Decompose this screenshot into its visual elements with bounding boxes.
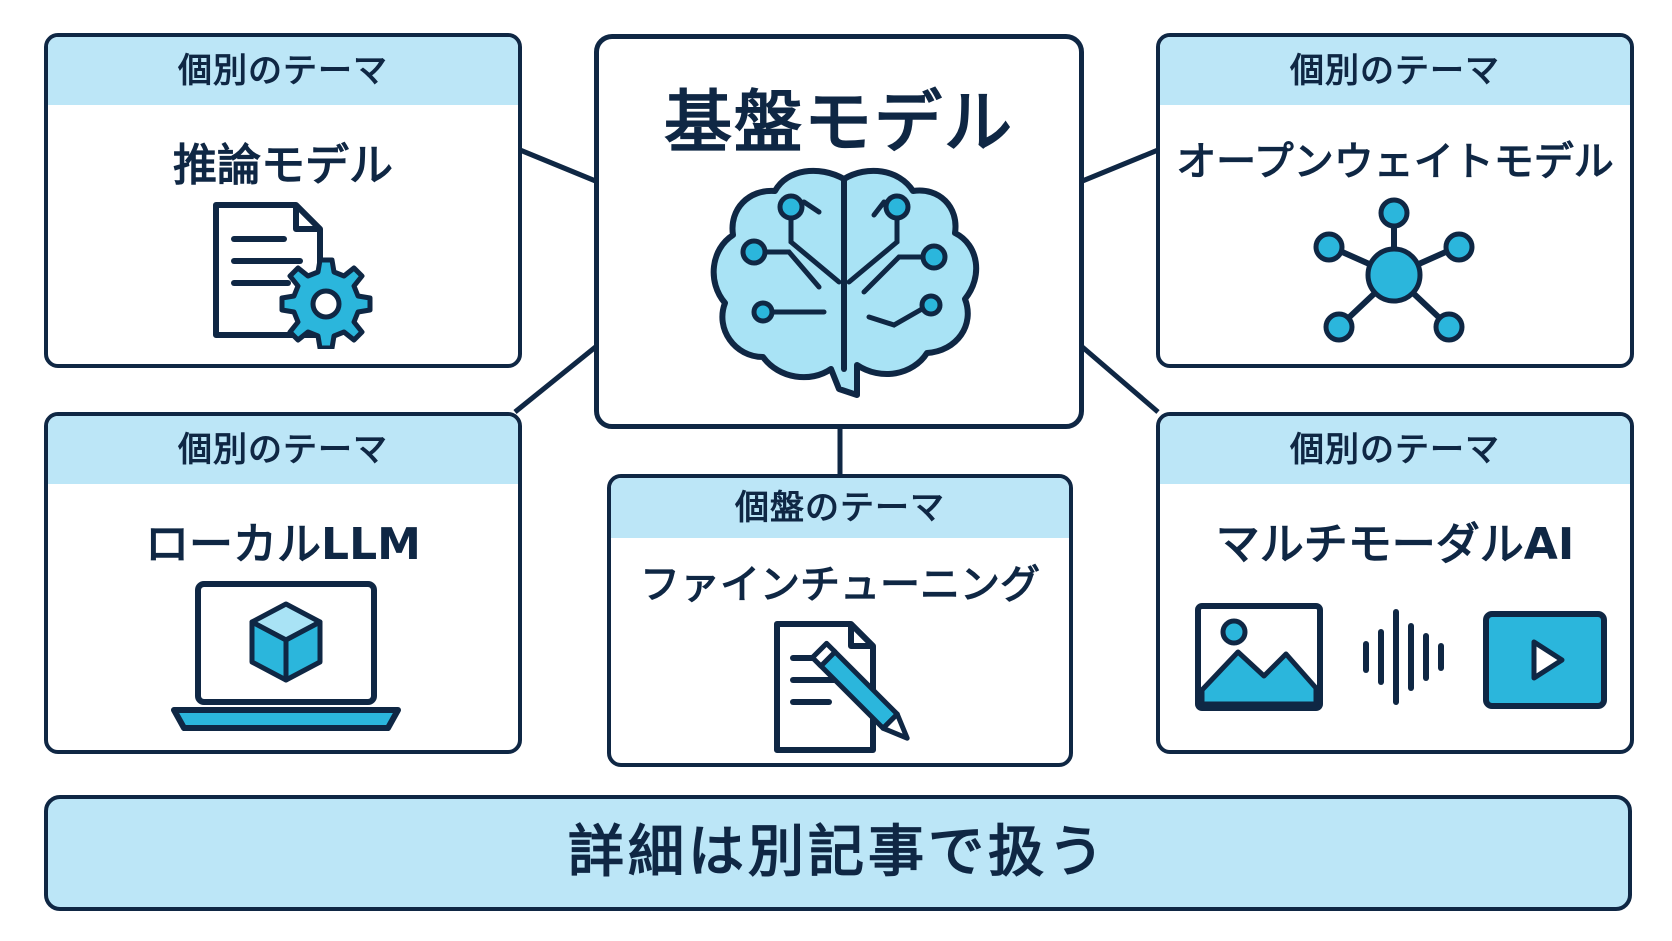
connector-openweight: [1079, 147, 1159, 185]
connector-local: [513, 343, 600, 414]
topic-box-fine-tuning: 個盤のテーマ ファインチューニング: [607, 474, 1073, 767]
topic-title-open-weight-model: オープンウェイトモデル: [1176, 139, 1614, 185]
foundation-model-title: 基盤モデル: [663, 84, 1014, 163]
audio-wave-icon: [1363, 609, 1444, 705]
theme-label: 個別のテーマ: [1160, 37, 1630, 105]
image-icon: [1195, 603, 1323, 711]
footer-note: 詳細は別記事で扱う: [44, 795, 1632, 911]
topic-title-local-llm: ローカルLLM: [145, 519, 421, 570]
document-gear-icon: [213, 202, 373, 349]
document-pencil-icon: [774, 621, 910, 753]
topic-box-open-weight-model: 個別のテーマ オープンウェイトモデル: [1156, 33, 1634, 368]
topic-title-multimodal-ai: マルチモーダルAI: [1215, 519, 1575, 570]
topic-box-multimodal-ai: 個別のテーマ マルチモーダルAI: [1156, 412, 1634, 754]
topic-title-fine-tuning: ファインチューニング: [640, 562, 1040, 608]
video-play-icon: [1483, 611, 1607, 709]
connector-reasoning: [519, 147, 599, 185]
theme-label: 個別のテーマ: [48, 37, 518, 105]
connector-multimodal: [1078, 343, 1160, 414]
laptop-cube-icon: [171, 581, 401, 731]
theme-label: 個盤のテーマ: [611, 478, 1069, 538]
foundation-model-box: 基盤モデル: [594, 34, 1084, 429]
topic-box-local-llm: 個別のテーマ ローカルLLM: [44, 412, 522, 754]
topic-box-reasoning-model: 個別のテーマ 推論モデル: [44, 33, 522, 368]
theme-label: 個別のテーマ: [48, 416, 518, 484]
topic-title-reasoning-model: 推論モデル: [173, 140, 393, 191]
brain-circuit-icon: [710, 167, 980, 398]
network-hub-icon: [1313, 197, 1475, 343]
theme-label: 個別のテーマ: [1160, 416, 1630, 484]
